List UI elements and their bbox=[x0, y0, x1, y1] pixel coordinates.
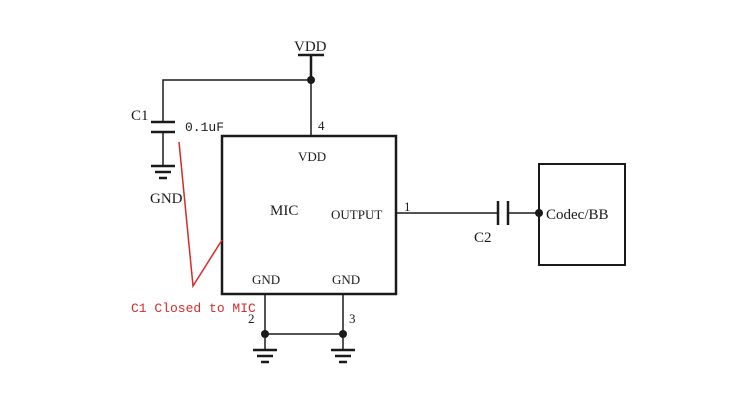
vdd-supply-symbol bbox=[298, 53, 324, 80]
c1-value: 0.1uF bbox=[185, 120, 224, 135]
pin3-ground-symbol bbox=[331, 348, 355, 364]
vdd-supply-label: VDD bbox=[294, 39, 327, 55]
codec-bb-label: Codec/BB bbox=[546, 207, 609, 223]
annotation-pointer-line bbox=[178, 141, 223, 289]
vdd-rail-wire bbox=[162, 79, 312, 136]
vdd-junction-dot bbox=[307, 76, 315, 84]
mic-pin-gnd-a-label: GND bbox=[252, 272, 280, 287]
c2-designator: C2 bbox=[474, 230, 492, 246]
c2-capacitor-symbol bbox=[496, 201, 510, 225]
mic-pin-gnd-b-label: GND bbox=[332, 272, 360, 287]
gnd-pin3-junction-dot bbox=[339, 330, 347, 338]
c1-capacitor-symbol bbox=[151, 120, 175, 134]
mic-pin-output-number: 1 bbox=[404, 199, 411, 214]
gnd-pin2-junction-dot bbox=[261, 330, 269, 338]
annotation-text: C1 Closed to MIC bbox=[131, 301, 256, 316]
c1-designator: C1 bbox=[131, 108, 149, 124]
c1-ground-label: GND bbox=[150, 191, 183, 207]
mic-pin-gnd-a-number: 2 bbox=[248, 311, 255, 326]
mic-name: MIC bbox=[270, 203, 298, 219]
mic-pin-output-label: OUTPUT bbox=[331, 207, 382, 222]
codec-bb-block bbox=[538, 163, 626, 266]
mic-pin-vdd-label: VDD bbox=[298, 149, 326, 164]
mic-ic-body bbox=[220, 134, 398, 296]
pin2-ground-symbol bbox=[253, 348, 277, 364]
mic-pin-gnd-b-number: 3 bbox=[349, 311, 356, 326]
c1-ground-symbol bbox=[151, 164, 175, 180]
mic-pin-vdd-number: 4 bbox=[318, 118, 325, 133]
mic-ground-wiring bbox=[264, 294, 344, 350]
